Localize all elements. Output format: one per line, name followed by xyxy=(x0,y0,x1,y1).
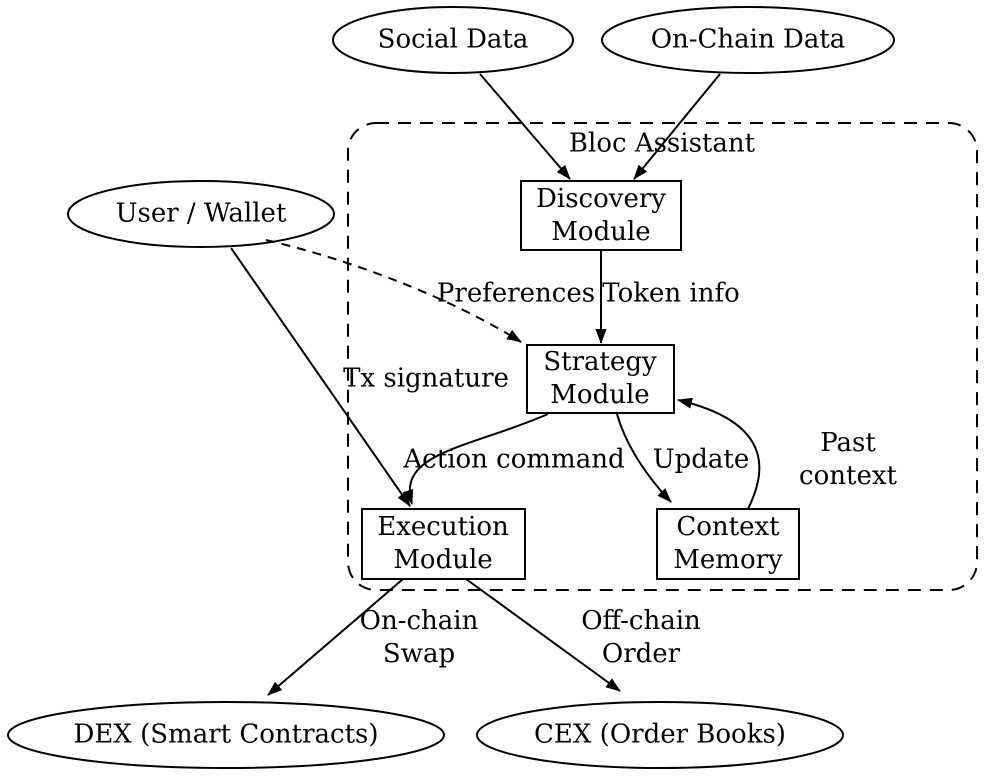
edge-label-token-info: Token info xyxy=(602,278,740,309)
edge-user-to-execution xyxy=(230,247,411,507)
edge-execution-to-dex xyxy=(267,578,404,696)
node-label-strategy-module: Strategy Module xyxy=(543,347,657,410)
edge-strategy-to-context xyxy=(616,413,672,503)
node-label-user-wallet: User / Wallet xyxy=(115,198,287,229)
node-label-on-chain-data: On-Chain Data xyxy=(650,24,846,55)
node-label-context-memory: Context Memory xyxy=(673,512,783,575)
edge-label-off-chain-order: Off-chain Order xyxy=(581,606,701,669)
edge-label-past-context: Past context xyxy=(799,428,897,491)
edge-label-action-command: Action command xyxy=(403,444,625,475)
edge-user-to-strategy-dashed xyxy=(265,239,522,343)
node-label-social-data: Social Data xyxy=(377,24,529,55)
node-on-chain-data xyxy=(601,6,895,74)
cluster-bloc-assistant xyxy=(347,122,978,591)
node-strategy-module xyxy=(526,344,675,414)
edge-label-tx-signature: Tx signature xyxy=(343,363,509,394)
edge-label-preferences: Preferences xyxy=(436,278,596,309)
node-user-wallet xyxy=(67,180,335,248)
node-label-cex: CEX (Order Books) xyxy=(534,719,786,750)
node-label-discovery-module: Discovery Module xyxy=(536,184,666,247)
node-social-data xyxy=(332,6,574,74)
cluster-label-bloc-assistant: Bloc Assistant xyxy=(568,128,756,159)
edge-label-on-chain-swap: On-chain Swap xyxy=(359,606,479,669)
edge-onchain-to-discovery xyxy=(633,73,721,180)
edge-execution-to-cex xyxy=(465,578,621,692)
node-label-execution-module: Execution Module xyxy=(377,512,509,575)
node-label-dex: DEX (Smart Contracts) xyxy=(73,719,379,750)
node-cex xyxy=(476,701,844,769)
node-dex xyxy=(7,701,445,769)
edge-strategy-to-execution xyxy=(402,413,549,505)
edge-social-to-discovery xyxy=(479,73,571,180)
node-execution-module xyxy=(361,508,526,580)
node-context-memory xyxy=(656,508,800,580)
edge-label-update: Update xyxy=(652,444,750,475)
edge-context-to-strategy xyxy=(677,397,761,510)
